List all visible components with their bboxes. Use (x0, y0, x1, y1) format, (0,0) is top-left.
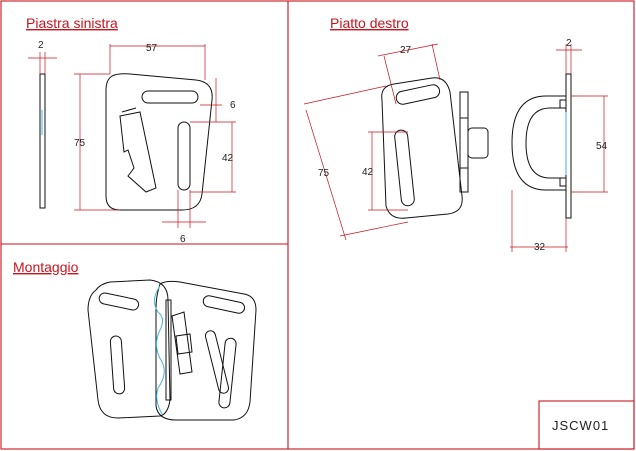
right-hook-height-dim: 54 (596, 141, 608, 152)
left-height-dim: 75 (74, 138, 86, 149)
right-plate-dims (303, 43, 441, 241)
left-plate-dims (74, 44, 236, 228)
left-slot-offset-dim: 6 (180, 234, 186, 245)
left-plate-front-view (105, 73, 213, 211)
assembly-title: Montaggio (13, 259, 79, 275)
right-slot-width-dim: 27 (400, 45, 412, 56)
assembly-view (87, 279, 257, 421)
drawing-code: JSCW01 (552, 418, 609, 433)
right-plate-title: Piatto destro (330, 15, 409, 31)
right-slot-length-dim: 42 (362, 167, 374, 178)
right-plate-front-view (381, 77, 489, 219)
left-plate-title: Piastra sinistra (26, 15, 118, 31)
right-height-dim: 75 (318, 168, 330, 179)
left-thickness-dim: 2 (38, 40, 44, 51)
right-plate-side-view (510, 44, 608, 252)
right-hook-depth-dim: 32 (534, 242, 546, 253)
left-slot-length-dim: 42 (222, 153, 234, 164)
right-thickness-dim: 2 (566, 38, 572, 49)
left-plate-side-view (28, 52, 57, 209)
left-width-dim: 57 (146, 43, 158, 54)
left-slot-width-dim: 6 (230, 100, 236, 111)
